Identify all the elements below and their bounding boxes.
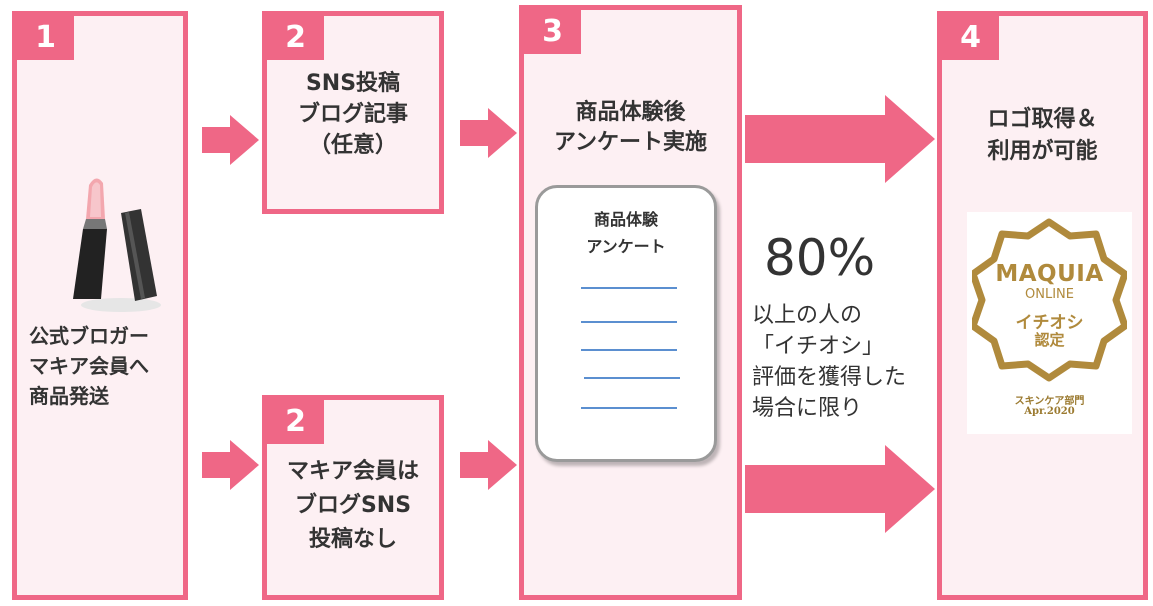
survey-line [581,321,677,323]
arrow-right-big-icon [745,445,935,533]
step-4-badge: 4 [942,16,999,60]
logo-award-line1: イチオシ [1015,313,1084,333]
step-1-title: 公式ブロガー マキア会員へ 商品発送 [29,324,149,408]
award-emblem-icon [972,218,1127,382]
condition-percent: 80% [764,229,876,287]
step-3-title: 商品体験後 アンケート実施 [553,100,708,155]
survey-line [581,349,677,351]
step-4-title: ロゴ取得＆ 利用が可能 [987,107,1098,164]
step-2-top-box: 2 SNS投稿 ブログ記事 （任意） [262,11,444,214]
award-logo: MAQUIA ONLINE イチオシ 認定 スキンケア部門 Apr.2020 [967,212,1132,434]
survey-card: 商品体験 アンケート [535,185,717,462]
arrow-right-icon [202,115,259,165]
step-3-badge: 3 [524,10,581,54]
arrow-right-icon [460,440,517,490]
step-2-top-title: SNS投稿 ブログ記事 （任意） [297,71,408,158]
condition-text: 以上の人の 「イチオシ」 評価を獲得した 場合に限り [752,303,907,421]
step-2-top-badge: 2 [267,16,324,60]
step-2-bottom-box: 2 マキア会員は ブログSNS 投稿なし [262,395,444,600]
step-2-bottom-title: マキア会員は ブログSNS 投稿なし [286,459,419,552]
logo-brand: MAQUIA [995,261,1104,287]
logo-date: Apr.2020 [1024,406,1075,417]
step-2-bottom-badge: 2 [267,400,324,444]
survey-line [584,377,680,379]
arrow-right-big-icon [745,95,935,183]
arrow-right-icon [460,108,517,158]
logo-award-line2: 認定 [1034,331,1065,349]
step-1-box: 1 公式ブロガー マキア会員へ 商品発送 [12,11,188,600]
survey-line [581,287,677,289]
step-1-badge: 1 [17,16,74,60]
logo-category: スキンケア部門 [1014,396,1085,407]
survey-line [581,407,677,409]
survey-title: 商品体験 アンケート [586,210,666,256]
arrow-right-icon [202,440,259,490]
logo-sub: ONLINE [1025,287,1074,302]
lipstick-icon [73,178,161,312]
